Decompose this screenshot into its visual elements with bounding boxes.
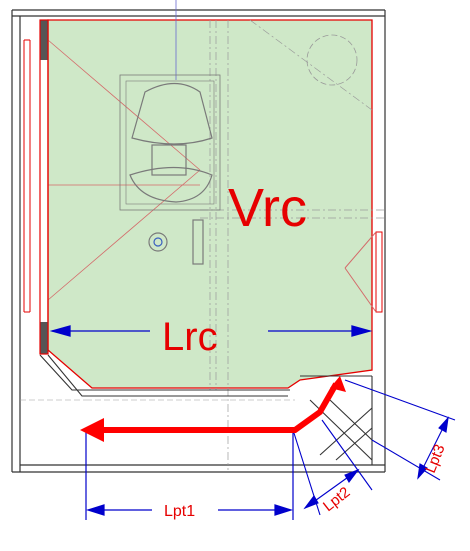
- fixture-seat: [119, 74, 221, 265]
- outer-walls: [11, 9, 386, 473]
- lpt3-label: Lpt3: [422, 442, 449, 475]
- left-wall-detail: [23, 39, 31, 313]
- lpt1-label: Lpt1: [164, 503, 195, 520]
- corridor-walls: [20, 354, 373, 465]
- volume-label: Vrc: [228, 178, 307, 238]
- fixture-circle-top: [306, 34, 358, 86]
- lpt1-dimension: [85, 430, 294, 520]
- path-arrow: [80, 376, 346, 442]
- left-column-hatch: [39, 20, 49, 354]
- lpt2-dimension: [292, 419, 373, 516]
- construction-lines: [200, 19, 385, 470]
- lrc-label: Lrc: [162, 315, 218, 359]
- lpt2-label: Lpt2: [320, 484, 353, 515]
- lpt3-dimension: [344, 379, 456, 481]
- right-door: [344, 231, 383, 313]
- room-diagonals: [47, 39, 201, 301]
- lrc-dimension: [49, 325, 373, 337]
- left-wall-red: [39, 19, 49, 355]
